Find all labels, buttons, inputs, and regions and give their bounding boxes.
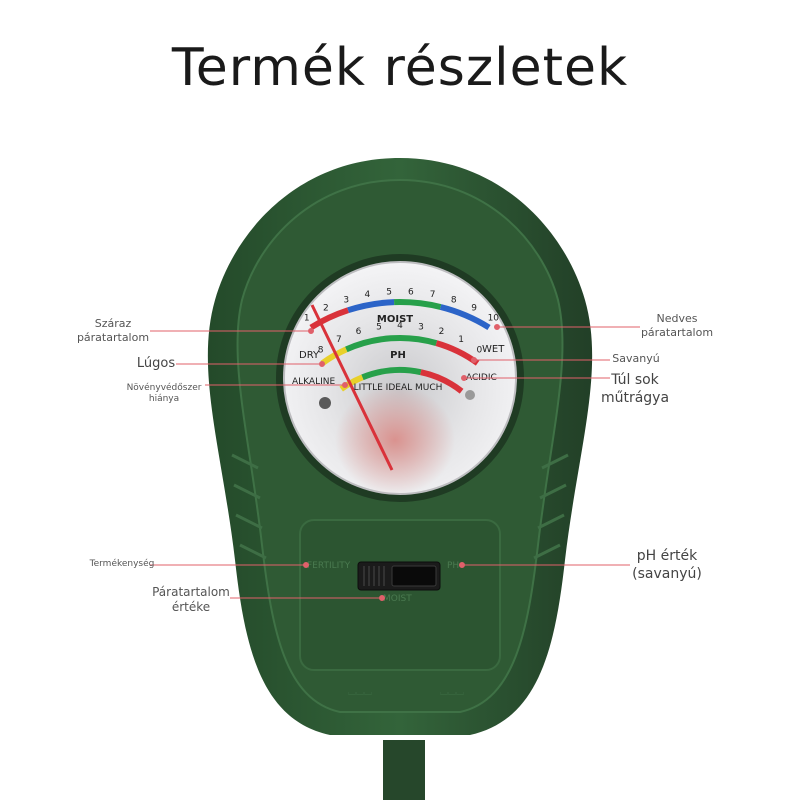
switch-fertility-label: FERTILITY [307,561,351,571]
moist-tick-label-9: 10 [488,314,500,324]
ph-scale-band-2 [435,340,480,366]
moist-tick-label-7: 8 [451,295,457,305]
right-grip [533,453,569,560]
gauge-dry-label: DRY [299,350,320,361]
ph-tick-label-1: 7 [336,335,342,345]
needle-glow [335,385,455,495]
annotation-too-much-fertilizer: Túl sok műtrágya [600,372,670,406]
probe-stem [383,740,425,800]
embossed-mark-left: ⌴⌴⌴ [348,687,372,698]
moist-tick-label-3: 4 [365,290,371,300]
annotation-nutrient-deficit: Növényvédőszer hiánya [126,383,202,405]
moist-tick-label-1: 2 [323,303,329,313]
annotation-ph-value: pH érték (savanyú) [632,548,702,582]
annotation-acidic: Savanyú [612,352,660,365]
moist-tick-label-6: 7 [430,290,436,300]
moist-scale-band-3 [439,304,491,331]
ph-scale-band-1 [345,334,438,353]
zero-adjust-screw [319,397,331,409]
dial-screw-right [465,390,475,400]
moist-tick-label-2: 3 [343,295,349,305]
gauge-wet-label: WET [482,344,505,355]
annotation-wet-moisture: Nedves páratartalom [640,312,714,339]
annotation-moisture-value: Páratartalom értéke [152,585,230,614]
mode-switch-knob[interactable] [391,565,437,587]
ph-tick-label-8: 0 [477,345,483,355]
switch-panel [299,519,501,671]
switch-ph-label: PH [447,561,459,571]
moist-tick-labels: 1 2 3 4 5 6 7 8 9 10 [304,287,499,323]
annotation-alkaline: Lúgos [136,356,176,371]
ph-tick-label-3: 5 [376,323,382,333]
fertility-scale-band-2 [420,369,464,394]
moist-tick-label-4: 5 [386,287,392,297]
moist-scale-band-2 [393,299,442,310]
ph-tick-label-7: 1 [458,335,464,345]
moist-tick-label-0: 1 [304,314,310,324]
annotation-dry-moisture: Száraz páratartalom [76,317,150,344]
ph-tick-label-6: 2 [439,327,445,337]
fertility-scale-band-1 [361,367,422,381]
annotation-fertility: Termékenység [89,559,155,569]
switch-moist-label: MOIST [383,594,412,604]
moist-scale-band-1 [347,299,395,314]
gauge-needle [310,304,394,471]
moist-tick-label-5: 6 [408,287,414,297]
ph-tick-label-4: 4 [397,321,403,331]
leader-lines [150,324,640,601]
gauge-alkaline-label: ALKALINE [292,377,335,387]
ph-tick-label-5: 3 [418,323,424,333]
gauge-moist-label: MOIST [377,314,413,325]
switch-grip-lines [363,566,385,586]
embossed-mark-right: ⌴⌴⌴ [440,687,464,698]
left-grip [231,453,267,560]
moist-tick-label-8: 9 [471,303,477,313]
page-title: Termék részletek [171,38,629,98]
gauge-ph-label: PH [390,350,406,361]
ph-tick-label-0: 8 [318,345,324,355]
moist-scale-band-0 [309,307,350,331]
gauge-fertility-scale-label: LITTLE IDEAL MUCH [354,383,443,393]
ph-tick-label-2: 6 [356,327,362,337]
ph-tick-labels: 8 7 6 5 4 3 2 1 0 [318,321,483,355]
fertility-scale-band-0 [339,374,364,392]
gauge-scales [309,299,491,394]
